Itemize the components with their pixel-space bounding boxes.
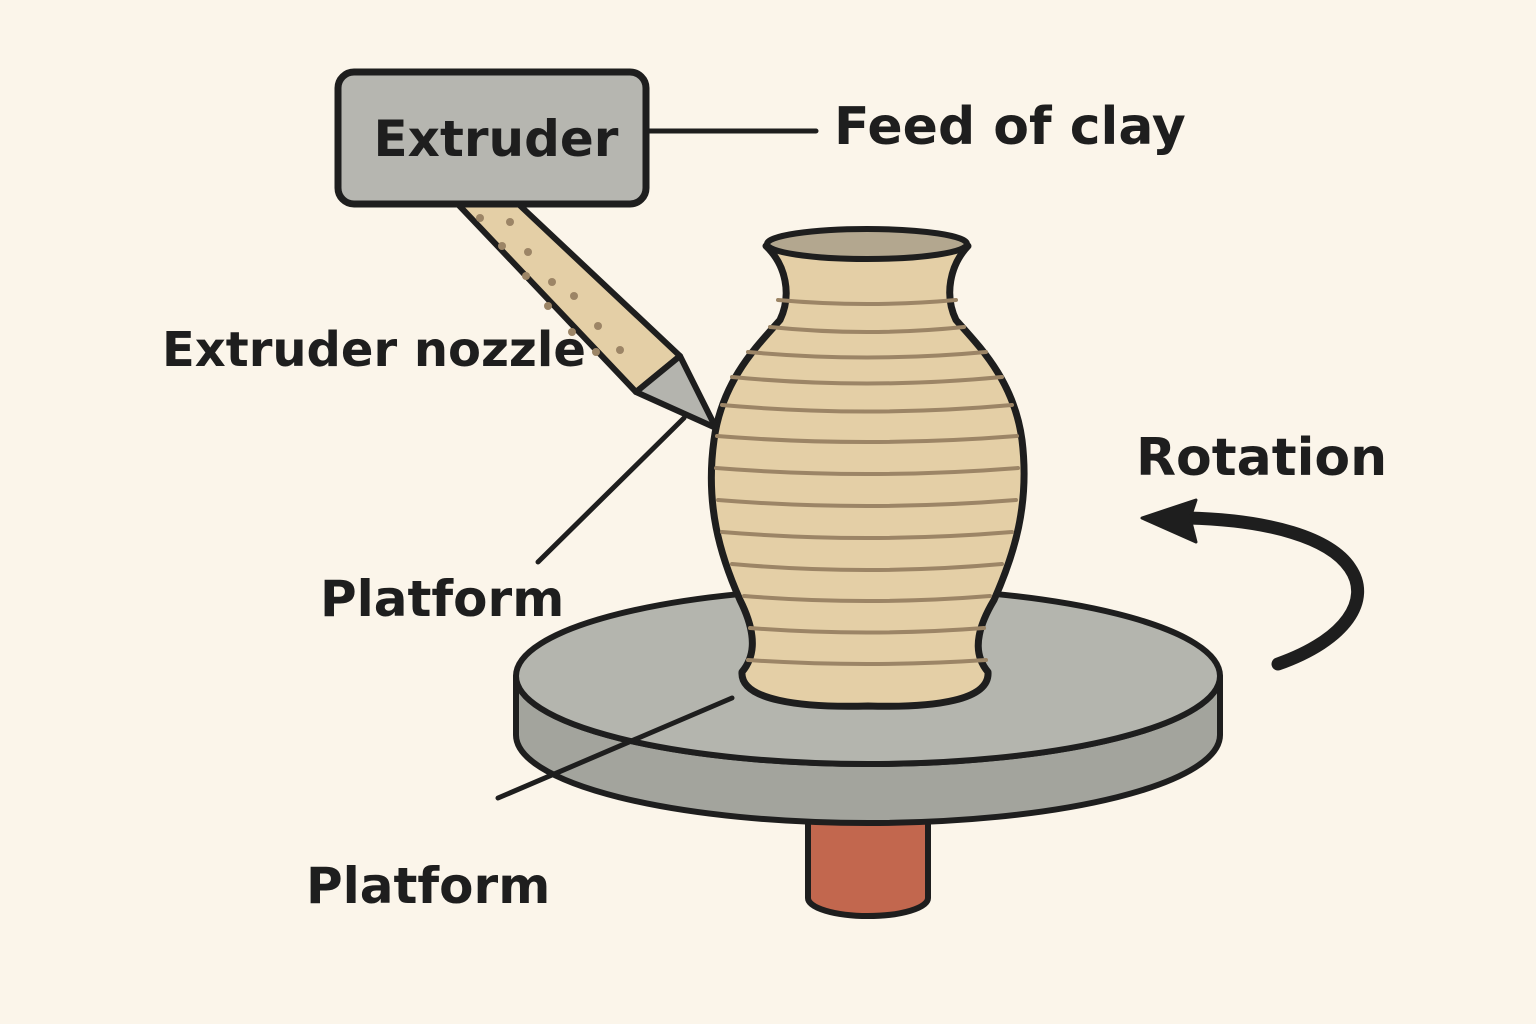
vase-rings	[714, 298, 1020, 666]
platform-lower-leader	[495, 695, 735, 801]
clay-vase	[707, 226, 1028, 710]
arrow-head-icon	[1140, 498, 1198, 544]
feed-label: Feed of clay	[834, 97, 1186, 157]
shaft	[805, 797, 931, 919]
nozzle-clay-dots	[476, 214, 624, 356]
nozzle-label: Extruder nozzle	[162, 322, 586, 378]
platform-upper-label: Platform	[320, 570, 564, 628]
rotation-arrow	[1140, 498, 1365, 671]
platform-upper-leader	[535, 415, 687, 565]
extruder-box: Extruder	[334, 68, 650, 208]
platform-lower-label: Platform	[306, 857, 550, 915]
rotation-label: Rotation	[1136, 428, 1387, 488]
extruder-label: Extruder	[374, 110, 619, 168]
leader-lines	[495, 128, 819, 801]
